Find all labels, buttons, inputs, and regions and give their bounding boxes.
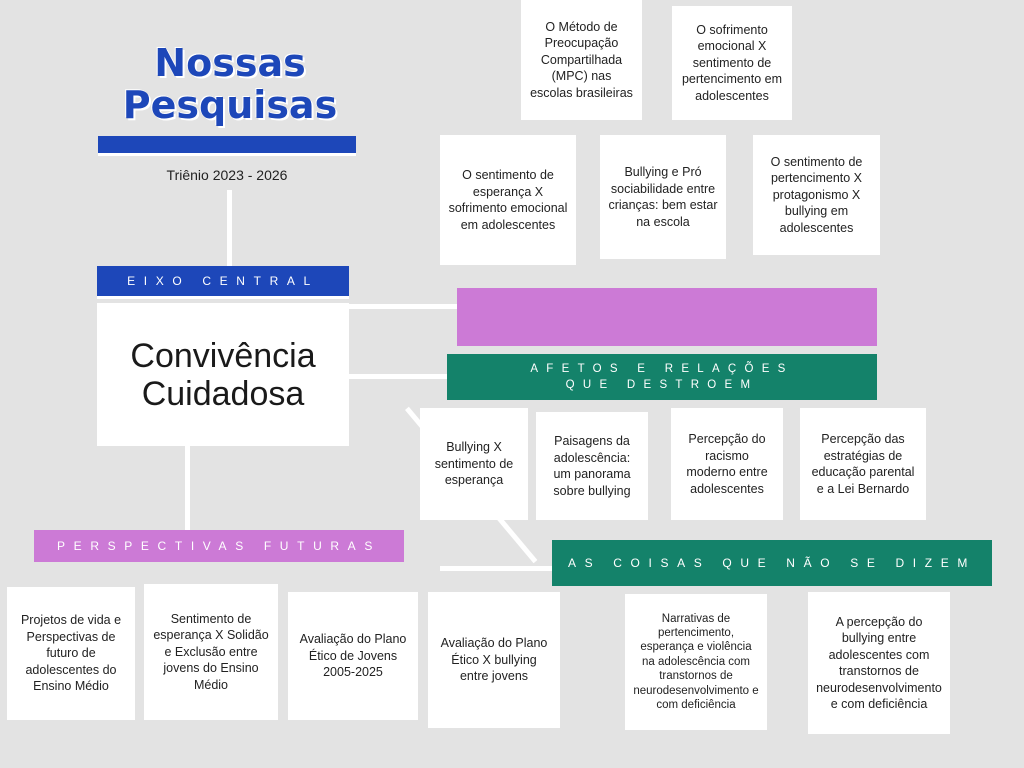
connector-green-bottom-stub	[440, 566, 552, 571]
research-card-esperanca-solidao: Sentimento de esperança X Solidão e Excl…	[144, 584, 278, 720]
page-title-line1: Nossas	[154, 41, 306, 85]
connector-center-to-green-top	[345, 374, 447, 379]
branch-header-pink-right	[457, 288, 877, 346]
central-topic-card: Convivência Cuidadosa	[97, 303, 349, 446]
branch-header-afetos-relacoes: Afetos e Relações que destroem	[447, 354, 877, 400]
research-card-bullying-neurodesenvolvimento: A percepção do bullying entre adolescent…	[808, 592, 950, 734]
central-topic-line1: Convivência	[130, 336, 316, 375]
branch-header-coisas-nao-dizem: As coisas que não se dizem	[552, 540, 992, 586]
research-card-narrativas-pertencimento: Narrativas de pertencimento, esperança e…	[625, 594, 767, 730]
research-card-bullying-pro-sociabilidade: Bullying e Pró sociabilidade entre crian…	[600, 135, 726, 259]
connector-center-to-pink-right	[345, 304, 457, 309]
research-card-plano-etico-bullying: Avaliação do Plano Ético X bullying entr…	[428, 592, 560, 728]
central-axis-label: Eixo Central	[97, 266, 349, 299]
research-card-pertencimento-protagonismo: O sentimento de pertencimento X protagon…	[753, 135, 880, 255]
title-underline-bar	[98, 136, 356, 156]
research-card-mpc: O Método de Preocupação Compartilhada (M…	[521, 0, 642, 120]
research-card-educacao-parental: Percepção das estratégias de educação pa…	[800, 408, 926, 520]
research-card-projetos-de-vida: Projetos de vida e Perspectivas de futur…	[7, 587, 135, 720]
page-title-line2: Pesquisas	[122, 83, 338, 127]
research-card-bullying-esperanca: Bullying X sentimento de esperança	[420, 408, 528, 520]
research-card-paisagens-adolescencia: Paisagens da adolescência: um panorama s…	[536, 412, 648, 520]
page-subtitle: Triênio 2023 - 2026	[166, 167, 288, 183]
central-topic-line2: Cuidadosa	[141, 374, 305, 413]
research-card-sofrimento-pertencimento: O sofrimento emocional X sentimento de p…	[672, 6, 792, 120]
research-card-plano-etico: Avaliação do Plano Ético de Jovens 2005-…	[288, 592, 418, 720]
connector-center-to-pink-left	[185, 445, 190, 530]
connector-title-to-center	[227, 190, 232, 268]
page-title: Nossas Pesquisas	[110, 42, 350, 126]
research-card-esperanca-sofrimento: O sentimento de esperança X sofrimento e…	[440, 135, 576, 265]
research-card-racismo-moderno: Percepção do racismo moderno entre adole…	[671, 408, 783, 520]
branch-header-perspectivas-futuras: Perspectivas futuras	[34, 530, 404, 562]
